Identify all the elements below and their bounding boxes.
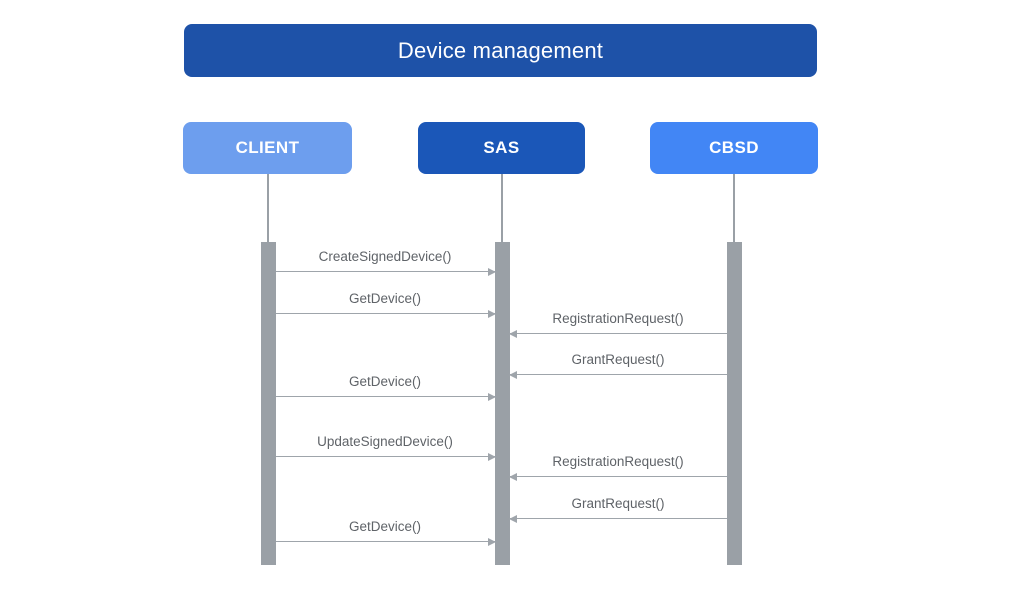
arrowhead-icon: [487, 267, 496, 276]
arrowhead-icon: [508, 514, 517, 523]
lifeline-client: [267, 174, 269, 242]
message-line: [275, 396, 495, 397]
actor-box-cbsd: CBSD: [650, 122, 818, 174]
arrowhead-icon: [508, 329, 517, 338]
arrowhead-icon: [508, 370, 517, 379]
message-cbsd-to-sas: RegistrationRequest(): [508, 308, 727, 338]
lifeline-cbsd: [733, 174, 735, 242]
arrowhead-icon: [487, 392, 496, 401]
arrowhead-icon: [487, 452, 496, 461]
message-line: [509, 518, 727, 519]
message-line: [509, 374, 727, 375]
lifeline-sas: [501, 174, 503, 242]
actor-label: SAS: [483, 138, 520, 157]
message-label: GrantRequest(): [571, 352, 665, 367]
message-client-to-sas: GetDevice(): [275, 516, 496, 546]
message-label: RegistrationRequest(): [552, 454, 684, 469]
message-cbsd-to-sas: GrantRequest(): [508, 493, 727, 523]
arrowhead-icon: [487, 537, 496, 546]
message-label: GrantRequest(): [571, 496, 665, 511]
message-label: RegistrationRequest(): [552, 311, 684, 326]
message-line: [275, 313, 495, 314]
message-client-to-sas: GetDevice(): [275, 288, 496, 318]
actor-box-client: CLIENT: [183, 122, 352, 174]
message-label: GetDevice(): [348, 291, 421, 306]
message-label: UpdateSignedDevice(): [317, 434, 453, 449]
actor-box-sas: SAS: [418, 122, 585, 174]
arrowhead-icon: [487, 309, 496, 318]
message-line: [275, 271, 495, 272]
message-label: GetDevice(): [348, 374, 421, 389]
message-cbsd-to-sas: GrantRequest(): [508, 349, 727, 379]
message-line: [275, 456, 495, 457]
message-line: [275, 541, 495, 542]
activation-bar-client: [260, 242, 276, 565]
message-label: CreateSignedDevice(): [318, 249, 452, 264]
message-client-to-sas: GetDevice(): [275, 371, 496, 401]
message-label: GetDevice(): [348, 519, 421, 534]
arrowhead-icon: [508, 472, 517, 481]
actor-label: CBSD: [709, 138, 759, 157]
diagram-title: Device management: [184, 24, 817, 77]
message-client-to-sas: UpdateSignedDevice(): [275, 431, 496, 461]
message-client-to-sas: CreateSignedDevice(): [275, 246, 496, 276]
message-cbsd-to-sas: RegistrationRequest(): [508, 451, 727, 481]
actor-label: CLIENT: [235, 138, 300, 157]
message-line: [509, 333, 727, 334]
activation-bar-sas: [494, 242, 510, 565]
message-line: [509, 476, 727, 477]
activation-bar-cbsd: [726, 242, 742, 565]
